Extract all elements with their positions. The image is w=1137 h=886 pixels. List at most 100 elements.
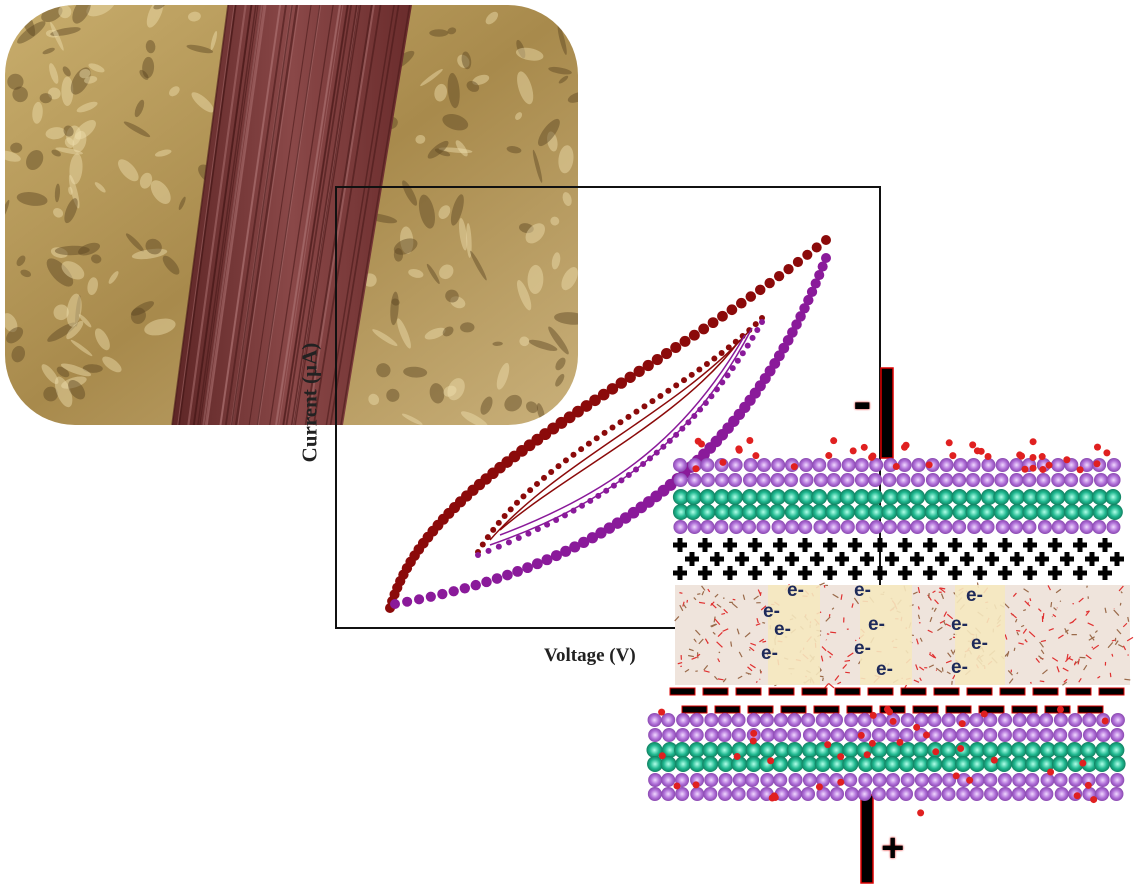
green-atom: [952, 504, 969, 520]
fiber-striation: [325, 5, 395, 425]
polymer-bond: [1119, 602, 1122, 606]
sem-texture: [515, 112, 523, 120]
polymer-bond: [1022, 628, 1028, 634]
sem-texture: [434, 148, 451, 157]
green-atom: [937, 489, 954, 505]
polymer-bond: [827, 650, 834, 656]
cv-point-lower: [459, 583, 471, 594]
polymer-bond: [1085, 610, 1090, 613]
oxygen-atom: [1045, 461, 1053, 469]
purple-atom: [1026, 728, 1041, 742]
green-atom: [839, 504, 856, 520]
sem-texture: [557, 24, 567, 55]
sem-texture: [5, 199, 10, 220]
cv-point-lower: [595, 527, 607, 539]
polymer-bond: [929, 616, 933, 623]
cv-point-inner-lower: [759, 319, 765, 325]
fiber-striation: [177, 5, 235, 425]
cv-inner-curve: [489, 327, 753, 546]
oxygen-atom: [1079, 759, 1087, 767]
polymer-bond: [932, 590, 936, 594]
purple-atom: [714, 473, 729, 487]
purple-atom: [799, 473, 814, 487]
polymer-bond: [759, 638, 765, 643]
plus-charge: [1048, 538, 1062, 552]
cv-point-inner-lower: [505, 539, 512, 546]
sem-texture: [69, 153, 83, 185]
purple-atom: [886, 787, 901, 801]
cv-point-inner-upper: [507, 506, 514, 513]
polymer-bond: [716, 641, 723, 648]
green-atom: [896, 489, 913, 505]
green-atom: [1025, 756, 1042, 772]
polymer-bond: [721, 612, 726, 615]
purple-atom: [994, 473, 1009, 487]
oxygen-atom: [917, 809, 925, 817]
sem-texture: [102, 356, 122, 373]
sem-texture: [393, 248, 404, 262]
fiber-striation: [230, 5, 293, 425]
polymer-bond: [731, 602, 738, 609]
fiber-striation: [275, 5, 341, 425]
sem-texture: [526, 401, 538, 414]
green-atom: [842, 756, 859, 772]
sem-texture: [472, 74, 490, 86]
purple-atom: [718, 787, 733, 801]
purple-atom: [969, 728, 984, 742]
electron-label: e-: [876, 659, 893, 680]
purple-atom: [1079, 458, 1094, 472]
sem-texture: [50, 247, 68, 258]
sem-texture: [466, 80, 480, 92]
sem-texture: [7, 73, 24, 90]
purple-atom: [1053, 773, 1068, 787]
oxygen-atom: [790, 463, 798, 471]
purple-atom: [914, 728, 929, 742]
sem-texture: [142, 56, 155, 79]
purple-atom: [1036, 473, 1051, 487]
polymer-bond: [847, 652, 854, 658]
polymer-bond: [946, 613, 954, 620]
purple-atom: [771, 520, 786, 534]
purple-atom: [843, 773, 858, 787]
cv-point-lower: [550, 550, 562, 562]
purple-atom: [732, 773, 747, 787]
green-atom: [993, 504, 1010, 520]
oxygen-atom: [733, 753, 741, 761]
purple-atom: [858, 773, 873, 787]
cv-point-lower: [569, 541, 581, 553]
polymer-bond: [716, 603, 722, 608]
polymer-bond: [931, 607, 934, 610]
minus-charge: [714, 705, 741, 714]
green-atom: [745, 756, 762, 772]
polymer-bond: [853, 597, 860, 605]
purple-atom: [914, 787, 929, 801]
polymer-bond: [1104, 607, 1107, 614]
green-atom: [1081, 756, 1098, 772]
sem-texture: [84, 75, 98, 84]
polymer-bond: [697, 593, 701, 595]
sem-texture: [567, 91, 578, 103]
oxygen-atom: [868, 739, 876, 747]
polymer-bond: [1124, 678, 1131, 681]
green-atom: [717, 756, 734, 772]
purple-atom: [942, 773, 957, 787]
sem-texture: [131, 248, 168, 260]
purple-atom: [700, 458, 715, 472]
oxygen-atom: [1073, 792, 1081, 800]
fiber-striation: [312, 5, 382, 425]
green-atom: [685, 504, 702, 520]
cv-point-upper: [792, 256, 804, 268]
cv-inner-curve: [499, 334, 746, 536]
cv-point-upper: [580, 400, 593, 412]
polymer-bond: [1062, 681, 1068, 686]
oxygen-atom: [1063, 456, 1071, 464]
polymer-bond: [1089, 634, 1095, 641]
cv-point-lower: [402, 596, 413, 607]
polymer-bond: [823, 584, 826, 588]
sem-texture: [555, 373, 565, 387]
polymer-bond: [698, 601, 706, 604]
polymer-bond: [1050, 601, 1053, 608]
polymer-bond: [1116, 629, 1122, 635]
oxygen-atom: [824, 741, 832, 749]
fiber-striation: [290, 5, 358, 425]
